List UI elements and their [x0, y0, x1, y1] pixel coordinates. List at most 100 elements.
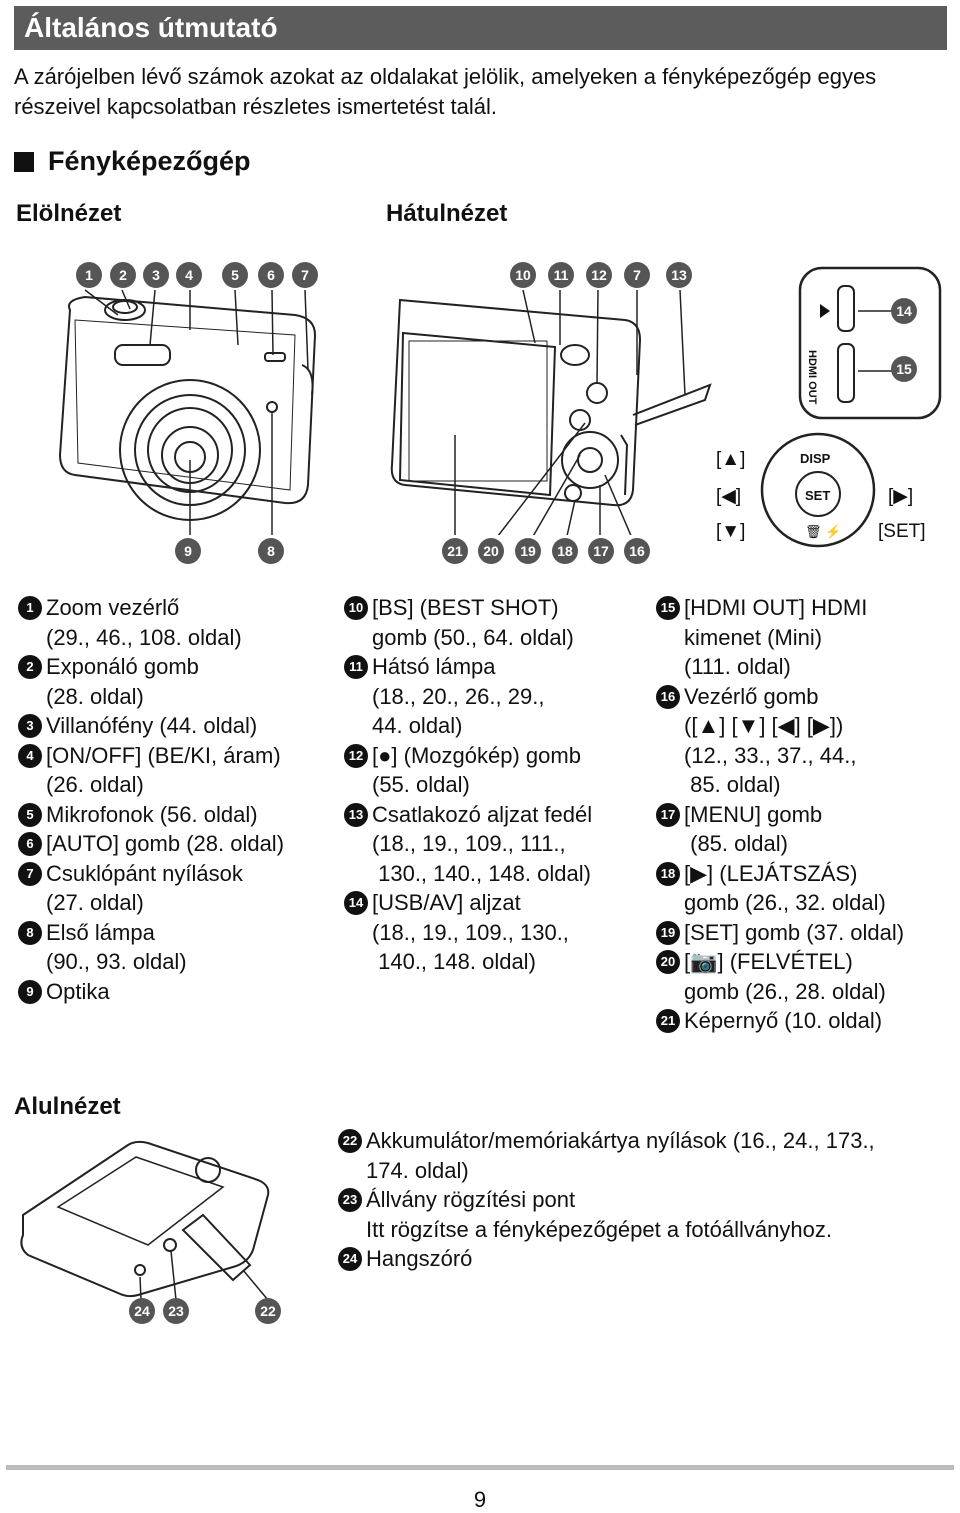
legend-line: gomb (50., 64. oldal): [372, 624, 574, 650]
page-number: 9: [473, 1487, 487, 1512]
legend-line: (29., 46., 108. oldal): [46, 624, 242, 650]
legend-text: Képernyő (10. oldal): [684, 1006, 882, 1036]
legend-line: (26. oldal): [46, 772, 144, 797]
callout-12: 12: [586, 262, 612, 288]
section-heading: Fényképezőgép: [14, 146, 251, 177]
legend-text: [SET] gomb (37. oldal): [684, 918, 904, 948]
legend-line: Akkumulátor/memóriakártya nyílások (16.,…: [366, 1128, 875, 1153]
set-button-label: SET: [805, 488, 831, 503]
legend-line: [HDMI OUT] HDMI: [684, 595, 868, 620]
legend-number: 5: [18, 802, 42, 827]
back-camera-illustration: [390, 289, 712, 535]
back-view-label: Hátulnézet: [386, 200, 508, 227]
legend-line: Hangszóró: [366, 1246, 473, 1271]
callout-15: 15: [891, 356, 917, 382]
header-bar: Általános útmutató: [14, 6, 947, 50]
legend-line: Exponáló gomb: [46, 654, 199, 679]
legend-line: (18., 19., 109., 130.,: [372, 919, 569, 945]
port-inset: [798, 266, 942, 420]
front-view-label: Elölnézet: [16, 200, 122, 227]
callout-2: 2: [110, 262, 136, 288]
legend-text: [USB/AV] aljzat(18., 19., 109., 130., 14…: [372, 888, 569, 977]
legend-number: 15: [656, 596, 680, 620]
legend-number: 21: [656, 1009, 680, 1033]
legend-item: 19[SET] gomb (37. oldal): [656, 918, 956, 948]
legend-line: 85. oldal): [684, 772, 781, 797]
legend-item: 18[▶] (LEJÁTSZÁS)gomb (26., 32. oldal): [656, 859, 956, 918]
legend-number: 10: [344, 596, 368, 620]
bottom-view-label: Alulnézet: [14, 1093, 121, 1120]
trash-flash-label: 🗑 ⚡: [805, 524, 842, 539]
legend-number: 13: [344, 802, 368, 827]
legend-text: [ON/OFF] (BE/KI, áram) (26. oldal): [46, 741, 281, 800]
legend-line: gomb (26., 32. oldal): [684, 890, 886, 915]
legend-text: Villanófény (44. oldal): [46, 711, 257, 741]
legend-line: (28. oldal): [46, 683, 144, 709]
legend-number: 18: [656, 861, 680, 886]
ctrl-right-label: [▶]: [888, 486, 914, 507]
legend-line: (111. oldal): [684, 654, 791, 679]
controller-dial: [760, 432, 876, 548]
callout-8: 8: [258, 538, 284, 564]
legend-line: Állvány rögzítési pont: [366, 1187, 576, 1212]
callout-9: 9: [175, 538, 201, 564]
legend-number: 9: [18, 979, 42, 1004]
legend-text: Optika: [46, 977, 110, 1007]
legend-line: kimenet (Mini): [684, 624, 823, 650]
legend-item: 14[USB/AV] aljzat(18., 19., 109., 130., …: [344, 888, 644, 977]
legend-line: [AUTO] gomb (28. oldal): [46, 831, 285, 856]
legend-line: Villanófény (44. oldal): [46, 713, 258, 738]
callout-7: 7: [292, 262, 318, 288]
callout-5: 5: [222, 262, 248, 288]
legend-line: 140., 148. oldal): [372, 949, 536, 974]
legend-number: 20: [656, 950, 680, 974]
legend-line: (27. oldal): [46, 890, 144, 915]
callout-13: 13: [666, 262, 692, 288]
legend-number: 24: [338, 1247, 362, 1271]
legend-item: 17[MENU] gomb (85. oldal): [656, 800, 956, 859]
legend-text: Exponáló gomb (28. oldal): [46, 652, 199, 711]
legend-line: Első lámpa: [46, 919, 155, 945]
callout-14: 14: [891, 298, 917, 324]
legend-text: Vezérlő gomb([▲] [▼] [◀] [▶])(12., 33., …: [684, 682, 856, 800]
legend-line: (18., 19., 109., 111.,: [372, 831, 566, 856]
callout-11: 11: [548, 262, 574, 288]
legend-line: [SET] gomb (37. oldal): [684, 919, 905, 945]
callout-7b: 7: [624, 262, 650, 288]
legend-line: 130., 140., 148. oldal): [372, 860, 591, 886]
items-column-3: 15[HDMI OUT] HDMI kimenet (Mini) (111. old…: [656, 593, 956, 1036]
callout-6: 6: [258, 262, 284, 288]
legend-number: 1: [18, 596, 42, 620]
ctrl-left-label: [◀]: [716, 486, 742, 507]
legend-line: [📷] (FELVÉTEL): [684, 949, 853, 974]
legend-line: [ON/OFF] (BE/KI, áram): [46, 742, 281, 768]
legend-text: Csatlakozó aljzat fedél(18., 19., 109., …: [372, 800, 592, 889]
legend-line: Itt rögzítse a fényképezőgépet a fotóáll…: [366, 1216, 832, 1242]
legend-line: (12., 33., 37., 44.,: [684, 742, 857, 768]
legend-line: Hátsó lámpa: [372, 654, 496, 679]
bottom-camera-illustration: [20, 1140, 270, 1301]
legend-text: [BS] (BEST SHOT)gomb (50., 64. oldal): [372, 593, 574, 652]
callout-10: 10: [510, 262, 536, 288]
legend-number: 11: [344, 655, 368, 679]
square-bullet-icon: [14, 151, 34, 172]
section-title: Fényképezőgép: [48, 146, 251, 176]
page-title: Általános útmutató: [24, 12, 278, 43]
legend-text: [HDMI OUT] HDMI kimenet (Mini) (111. oldal…: [684, 593, 867, 682]
legend-number: 16: [656, 684, 680, 709]
callout-21: 21: [442, 538, 468, 564]
callout-19: 19: [515, 538, 541, 564]
legend-line: (18., 20., 26., 29.,: [372, 683, 545, 709]
legend-number: 22: [338, 1129, 362, 1153]
legend-line: 174. oldal): [366, 1157, 469, 1183]
